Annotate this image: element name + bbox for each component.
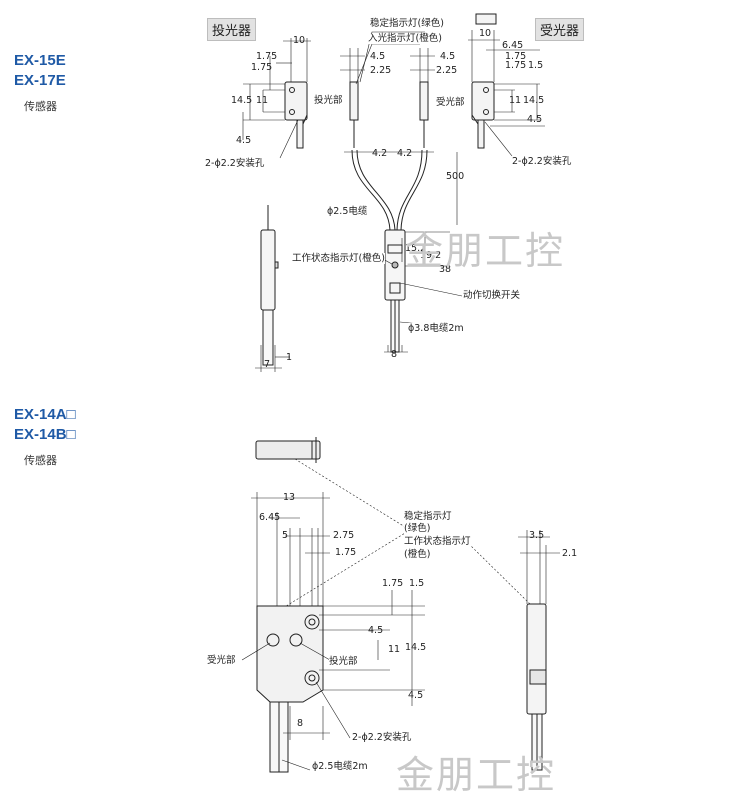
bottom-op-indicator-label: 工作状态指示灯 — [404, 536, 471, 547]
incident-indicator-label: 入光指示灯(橙色) — [368, 33, 442, 44]
dim-bot-175-b: 1.75 — [382, 578, 404, 589]
dim-bot-45-b: 4.5 — [408, 690, 424, 701]
dim-top-175-left: 1.75 — [256, 51, 278, 62]
dim-bot-175: 1.75 — [335, 547, 357, 558]
dim-top-45-right: 4.5 — [527, 114, 543, 125]
emit-part-label: 投光部 — [314, 95, 343, 106]
op-indicator-label: 工作状态指示灯(橙色) — [292, 253, 385, 264]
amplifier-front — [384, 229, 406, 353]
cable-38-label: ϕ3.8电缆2m — [408, 323, 464, 334]
recv-part-label: 受光部 — [436, 97, 465, 108]
mount-hole-right-label: 2-ϕ2.2安装孔 — [512, 156, 572, 167]
dim-top-45-left: 4.5 — [236, 135, 252, 146]
dim-top-8: 8 — [391, 349, 398, 360]
receiver-top-view — [475, 13, 497, 25]
dim-top-145-left: 14.5 — [231, 95, 253, 106]
bottom-mount-hole-label: 2-ϕ2.2安装孔 — [352, 732, 412, 743]
mount-hole-left-label: 2-ϕ2.2安装孔 — [205, 158, 265, 169]
dim-top-145-right: 14.5 — [523, 95, 545, 106]
emitter-side-view — [349, 81, 359, 148]
dim-bot-15: 1.5 — [409, 578, 425, 589]
dim-top-45-a: 4.5 — [370, 51, 386, 62]
dim-top-192: 19.2 — [420, 250, 442, 261]
fiber-cables — [351, 149, 428, 231]
model-ex-17e: EX-17E — [14, 72, 66, 89]
bottom-sensor-side — [526, 603, 547, 771]
bottom-op-color: (橙色) — [404, 549, 431, 560]
dim-top-175-left-2: 1.75 — [251, 62, 273, 73]
emitter-tag: 投光器 — [207, 18, 257, 41]
dim-top-645-right: 6.45 — [502, 40, 524, 51]
dim-top-1: 1 — [286, 352, 293, 363]
bottom-stable-color: (绿色) — [404, 523, 431, 534]
dim-top-152: 15.2 — [405, 243, 427, 254]
watermark-top: 金朋工控 — [405, 229, 566, 273]
bottom-stable-indicator-label: 稳定指示灯 — [404, 511, 452, 522]
receiver-tag: 受光器 — [535, 18, 585, 41]
dim-bot-8: 8 — [297, 718, 304, 729]
dim-bot-5: 5 — [282, 530, 289, 541]
dim-top-175-right-2: 1.75 — [505, 60, 527, 71]
dim-top-38: 38 — [439, 264, 452, 275]
dim-bot-11: 11 — [388, 644, 401, 655]
dim-bot-45: 4.5 — [368, 625, 384, 636]
top-subtitle: 传感器 — [24, 100, 57, 113]
dim-bot-645: 6.45 — [259, 512, 281, 523]
dim-top-10-right: 10 — [479, 28, 492, 39]
dim-top-225-b: 2.25 — [436, 65, 458, 76]
dim-bot-145: 14.5 — [405, 642, 427, 653]
dim-top-175-right: 1.75 — [505, 51, 527, 62]
bottom-top-view — [255, 437, 321, 463]
bottom-subtitle: 传感器 — [24, 454, 57, 467]
bottom-cable-label: ϕ2.5电缆2m — [312, 761, 368, 772]
dim-bot-13: 13 — [283, 492, 296, 503]
model-ex-14a: EX-14A□ — [14, 406, 76, 423]
dim-bot-21: 2.1 — [562, 548, 578, 559]
dim-top-500: 500 — [446, 171, 465, 182]
dim-bot-275: 2.75 — [333, 530, 355, 541]
op-switch-label: 动作切换开关 — [463, 290, 521, 301]
receiver-side-view — [419, 81, 429, 148]
dim-top-7: 7 — [264, 359, 271, 370]
amplifier-side — [260, 205, 279, 366]
model-ex-14b: EX-14B□ — [14, 426, 76, 443]
bottom-sensor-front — [256, 605, 324, 773]
receiver-head — [471, 81, 495, 149]
dim-top-225-a: 2.25 — [370, 65, 392, 76]
model-ex-15e: EX-15E — [14, 52, 66, 69]
bottom-recv-part-label: 受光部 — [207, 655, 236, 666]
dim-top-15-right: 1.5 — [528, 60, 544, 71]
dim-bot-35: 3.5 — [529, 530, 545, 541]
bottom-emit-part-label: 投光部 — [329, 656, 358, 667]
watermark-bottom: 金朋工控 — [396, 753, 557, 797]
dim-top-45-b: 4.5 — [440, 51, 456, 62]
emitter-head — [284, 81, 308, 149]
dim-top-42-b: 4.2 — [397, 148, 413, 159]
stable-indicator-label: 稳定指示灯(绿色) — [370, 18, 444, 29]
dim-top-11-left: 11 — [256, 95, 269, 106]
dim-top-10-left: 10 — [293, 35, 306, 46]
dim-top-11-right: 11 — [509, 95, 522, 106]
cable-25-label: ϕ2.5电缆 — [327, 206, 368, 217]
dim-top-42-a: 4.2 — [372, 148, 388, 159]
